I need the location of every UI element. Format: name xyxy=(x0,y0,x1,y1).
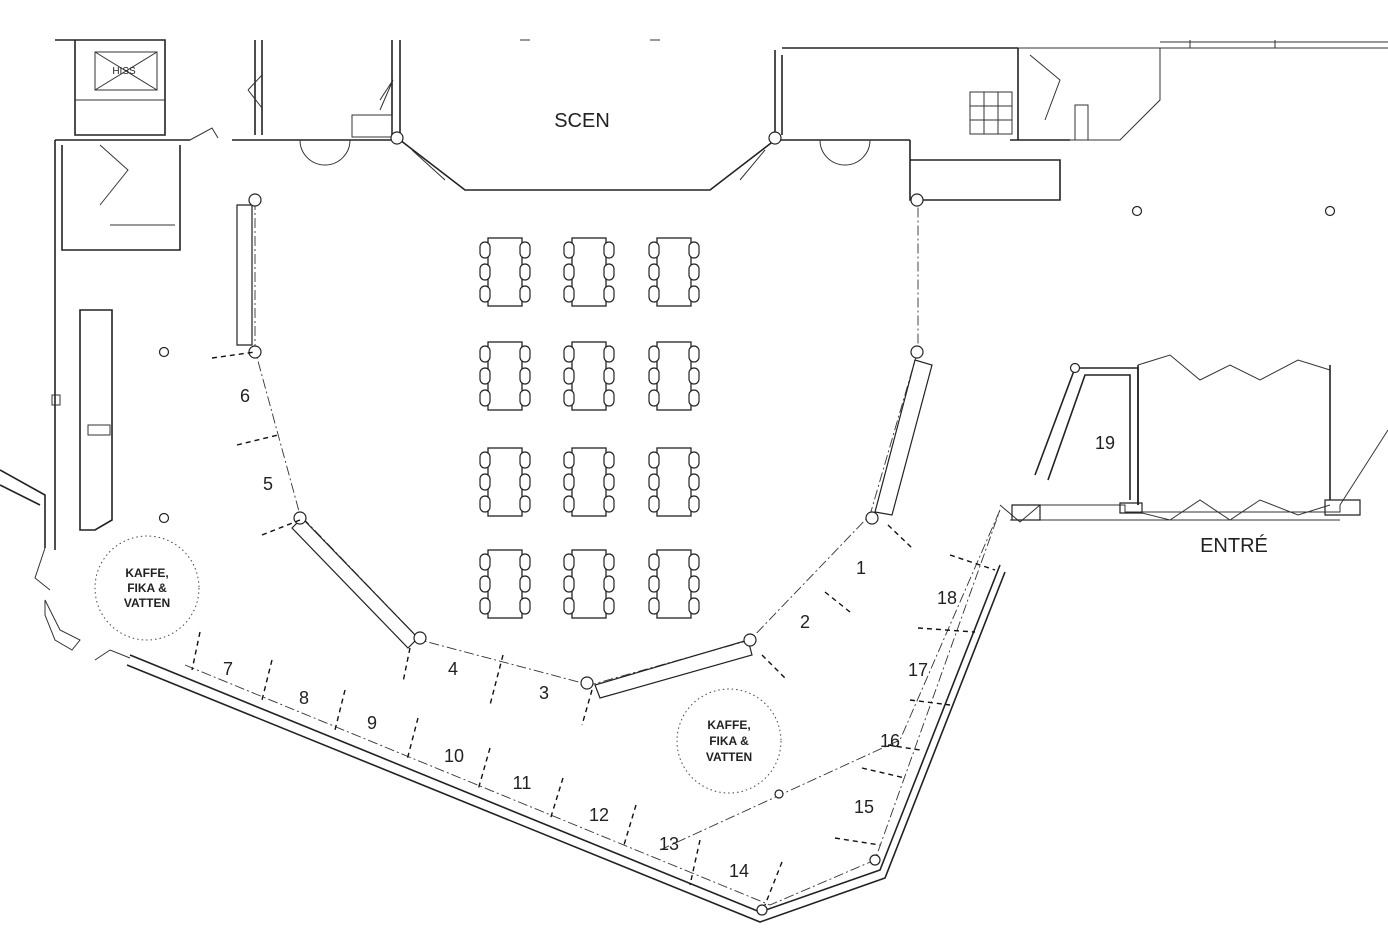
booth-number: 18 xyxy=(937,588,957,608)
stage-label: SCEN xyxy=(554,110,610,132)
column xyxy=(158,512,170,524)
booth-number: 14 xyxy=(729,861,749,881)
booth-number: 13 xyxy=(659,834,679,854)
refreshment-station-left: KAFFE, FIKA & VATTEN xyxy=(94,535,200,641)
booth-number: 5 xyxy=(263,474,273,494)
column xyxy=(865,511,879,525)
table-set xyxy=(563,341,615,411)
table-set xyxy=(648,341,700,411)
booth-number: 3 xyxy=(539,683,549,703)
column xyxy=(756,904,768,916)
booth-number: 6 xyxy=(240,386,250,406)
column xyxy=(1131,205,1143,217)
column xyxy=(248,193,262,207)
station-line: VATTEN xyxy=(706,750,752,764)
table-set xyxy=(479,341,531,411)
table-set xyxy=(648,447,700,517)
column xyxy=(774,789,784,799)
booth-number: 16 xyxy=(880,731,900,751)
entrance-vestibule xyxy=(1011,354,1361,521)
refreshment-station-center: KAFFE, FIKA & VATTEN xyxy=(676,688,782,794)
outer-facade xyxy=(34,429,1388,923)
column xyxy=(1324,205,1336,217)
station-line: FIKA & xyxy=(127,581,167,595)
column xyxy=(390,131,404,145)
column xyxy=(910,345,924,359)
booth-dividers xyxy=(191,351,996,906)
elevator-label: HISS xyxy=(112,66,136,77)
column xyxy=(743,633,757,647)
column xyxy=(580,676,594,690)
column xyxy=(869,854,881,866)
booth-number: 8 xyxy=(299,688,309,708)
booth-number: 15 xyxy=(854,797,874,817)
column xyxy=(248,345,262,359)
booth-number: 4 xyxy=(448,659,458,679)
booth-labels: 1 2 3 4 5 6 7 8 9 10 11 12 13 14 15 16 1… xyxy=(223,386,1115,881)
column xyxy=(768,131,782,145)
column xyxy=(910,193,924,207)
columns xyxy=(158,131,1336,916)
station-line: VATTEN xyxy=(124,596,170,610)
station-line: KAFFE, xyxy=(125,566,168,580)
station-line: KAFFE, xyxy=(707,718,750,732)
booth-number: 2 xyxy=(800,612,810,632)
booth-number: 19 xyxy=(1095,433,1115,453)
entrance-label: ENTRÉ xyxy=(1200,534,1268,557)
table-set xyxy=(479,237,531,307)
table-grid xyxy=(479,237,700,619)
left-counter xyxy=(0,309,113,548)
table-set xyxy=(479,549,531,619)
table-set xyxy=(648,549,700,619)
column xyxy=(1069,362,1081,374)
booth-number: 17 xyxy=(908,660,928,680)
booth-number: 1 xyxy=(856,558,866,578)
column xyxy=(158,346,170,358)
booth-number: 12 xyxy=(589,805,609,825)
column xyxy=(413,631,427,645)
booth-number: 11 xyxy=(513,773,532,793)
station-line: FIKA & xyxy=(709,734,749,748)
booth-number: 7 xyxy=(223,659,233,679)
table-set xyxy=(563,237,615,307)
booth-number: 10 xyxy=(444,746,464,766)
table-set xyxy=(648,237,700,307)
elevator-core xyxy=(54,39,395,550)
table-set xyxy=(563,447,615,517)
stage-wall xyxy=(247,39,1388,201)
table-set xyxy=(479,447,531,517)
table-set xyxy=(563,549,615,619)
booth-number: 9 xyxy=(367,713,377,733)
